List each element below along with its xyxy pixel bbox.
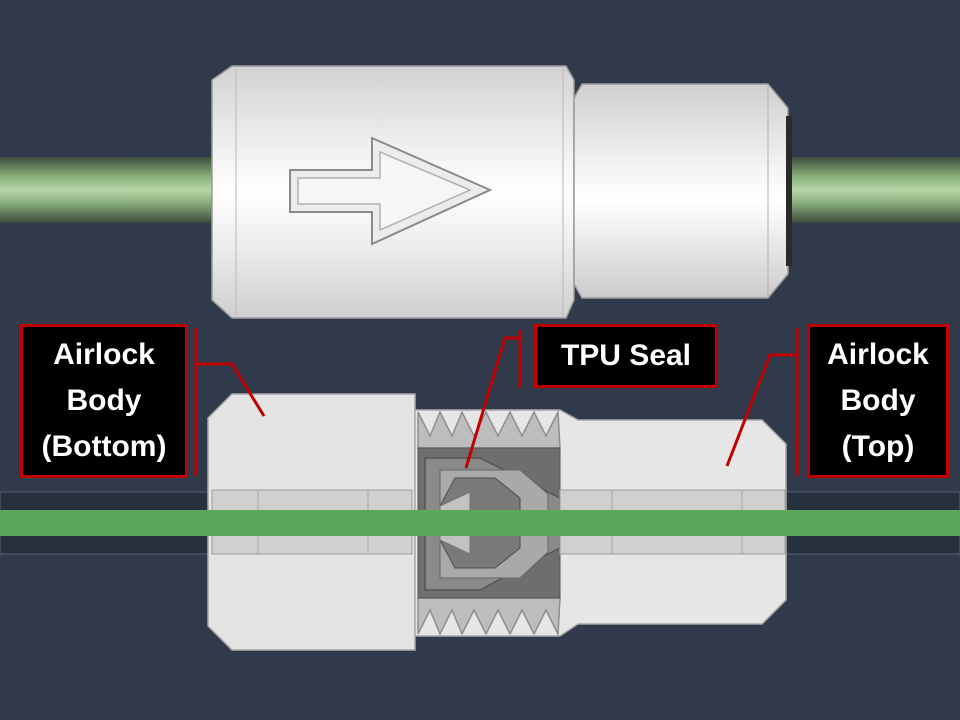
end-cap xyxy=(573,83,789,299)
callout-tpu-seal: TPU Seal xyxy=(534,324,718,388)
filament xyxy=(0,510,960,536)
callout-airlock-body-top: Airlock Body (Top) xyxy=(807,324,949,478)
arrow-icon xyxy=(289,136,493,246)
callout-line-2: Body xyxy=(66,384,142,417)
callout-line-3: (Top) xyxy=(841,430,915,463)
cross-section xyxy=(0,393,960,651)
callout-airlock-body-bottom: Airlock Body (Bottom) xyxy=(20,324,188,478)
tube-right xyxy=(785,157,960,223)
callout-line-1: Airlock xyxy=(827,338,929,371)
leader-lines xyxy=(194,328,799,476)
thread-upper xyxy=(417,409,561,449)
assembled-airlock xyxy=(0,65,960,319)
callout-tpu-seal-text: TPU Seal xyxy=(560,339,692,372)
tube-left xyxy=(0,157,215,223)
callout-line-1: Airlock xyxy=(53,338,155,371)
callout-line-3: (Bottom) xyxy=(41,430,167,463)
callout-line-2: Body xyxy=(840,384,916,417)
thread-lower xyxy=(417,597,561,637)
